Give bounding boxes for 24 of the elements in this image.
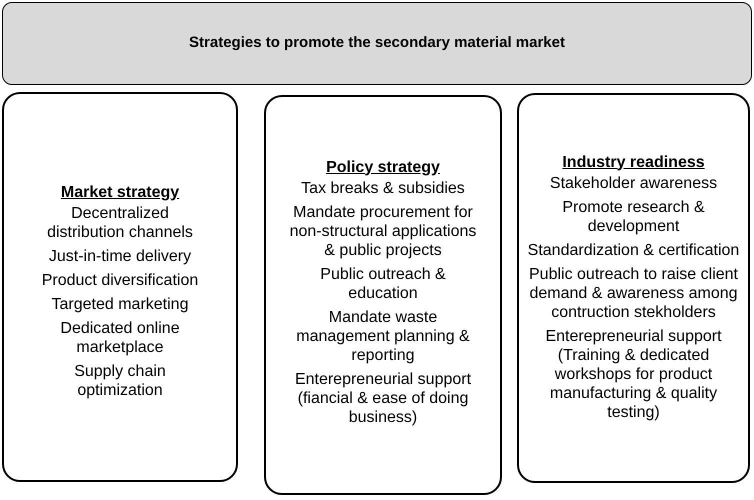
strategy-item: Promote research & development [561, 198, 706, 236]
strategy-item: Just-in-time delivery [48, 246, 192, 266]
strategy-item: Targeted marketing [52, 294, 188, 314]
strategy-item: Tax breaks & subsidies [301, 178, 465, 198]
strategy-item: Standardization & certification [528, 240, 740, 260]
strategy-item: Dedicated online marketplace [59, 318, 181, 356]
strategy-item: Product diversification [42, 270, 198, 290]
panel-heading: Industry readiness [562, 152, 705, 172]
strategy-item: Public outreach to raise client demand & awareness among contruction stekholders [528, 264, 739, 322]
strategy-item: Supply chain optimization [73, 362, 167, 400]
strategy-item: Public outreach & education [319, 264, 447, 302]
title-banner [2, 2, 752, 85]
strategy-item: Mandate procurement for non-structural applications & public projects [288, 202, 478, 260]
strategy-panel [517, 93, 750, 483]
strategy-item: Decentralized distribution channels [46, 204, 194, 242]
strategy-panel [264, 95, 502, 495]
strategy-item: Mandate waste management planning & reporting [295, 308, 471, 364]
panel-heading: Market strategy [60, 182, 180, 202]
strategy-panel [2, 92, 238, 482]
strategy-item: Enterepreneurial support (Training & dedicated workshops for product manufacturing & quality testing) [544, 326, 723, 422]
panel-heading: Policy strategy [326, 158, 440, 176]
banner-text: Strategies to promote the secondary material market [189, 33, 565, 54]
strategy-item: Stakeholder awareness [550, 174, 718, 192]
strategy-item: Enterepreneurial support (fiancial & ease of doing business) [294, 370, 472, 426]
